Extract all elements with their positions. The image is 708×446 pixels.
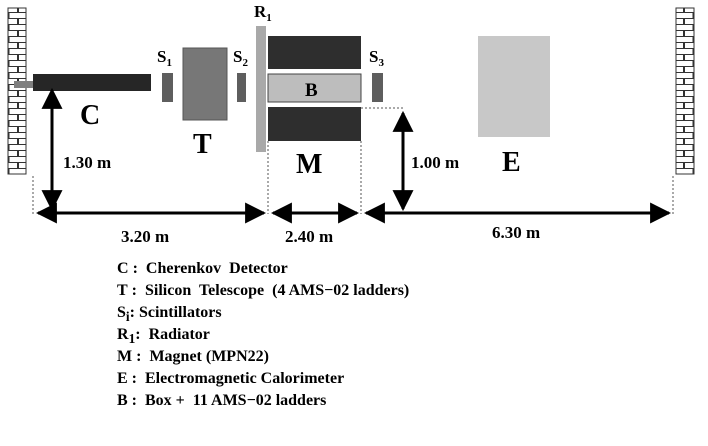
legend-text: Silicon Telescope (4 AMS−02 ladders) <box>145 282 410 299</box>
cherenkov-detector <box>33 74 151 91</box>
scintillator-s1 <box>162 73 173 102</box>
radiator <box>256 26 266 152</box>
legend-separator: : <box>127 282 145 299</box>
scintillator-s2 <box>237 73 246 102</box>
legend-key: M <box>117 348 133 365</box>
label-s3: S3 <box>369 47 384 69</box>
label-e: E <box>502 147 521 178</box>
label-r1: R1 <box>254 2 272 24</box>
label-m: M <box>296 149 322 180</box>
legend-item: R1: Radiator <box>117 324 409 346</box>
scintillator-s3 <box>372 73 383 102</box>
magnet-top <box>268 36 361 69</box>
legend-separator: : <box>128 260 146 277</box>
legend-separator: : <box>127 370 145 387</box>
label-b: B <box>305 80 318 101</box>
beam-pipe <box>14 81 36 88</box>
legend-key: C <box>117 260 129 277</box>
silicon-telescope <box>182 47 228 121</box>
left-wall <box>7 7 27 175</box>
legend-key: E <box>117 370 128 387</box>
label-s1: S1 <box>157 47 172 69</box>
dim-height-beam: 1.30 m <box>63 153 111 172</box>
legend-item: B : Box + 11 AMS−02 ladders <box>117 390 409 412</box>
legend-key: T <box>117 282 128 299</box>
legend-item: C : Cherenkov Detector <box>117 258 409 280</box>
legend-text: Magnet (MPN22) <box>149 348 269 365</box>
legend-item: M : Magnet (MPN22) <box>117 346 409 368</box>
magnet-bottom <box>268 107 361 141</box>
label-c: C <box>80 100 100 131</box>
guide-lines <box>32 107 674 214</box>
legend-text: Cherenkov Detector <box>145 260 288 277</box>
legend-text: Radiator <box>148 326 210 343</box>
legend-key: R1 <box>117 326 136 347</box>
right-wall <box>675 7 695 175</box>
legend-separator: : <box>127 392 145 409</box>
legend-key: B <box>117 392 128 409</box>
legend-text: Box + 11 AMS−02 ladders <box>145 392 327 409</box>
legend-separator: : <box>129 304 139 321</box>
legend-item: Si: Scintillators <box>117 302 409 324</box>
dim-distance-first: 3.20 m <box>121 227 169 246</box>
legend-separator: : <box>135 326 149 343</box>
legend-text: Scintillators <box>138 304 222 321</box>
dim-distance-magnet: 2.40 m <box>285 227 333 246</box>
legend-key: Si <box>117 304 130 325</box>
dim-distance-last: 6.30 m <box>492 223 540 242</box>
legend-separator: : <box>132 348 150 365</box>
label-t: T <box>193 129 212 160</box>
legend-item: E : Electromagnetic Calorimeter <box>117 368 409 390</box>
magnet-box <box>267 73 362 103</box>
label-s2: S2 <box>233 47 248 69</box>
legend-text: Electromagnetic Calorimeter <box>145 370 345 387</box>
legend: C : Cherenkov Detector T : Silicon Teles… <box>117 258 409 412</box>
dim-height-right: 1.00 m <box>411 153 459 172</box>
legend-item: T : Silicon Telescope (4 AMS−02 ladders) <box>117 280 409 302</box>
calorimeter <box>478 36 550 137</box>
